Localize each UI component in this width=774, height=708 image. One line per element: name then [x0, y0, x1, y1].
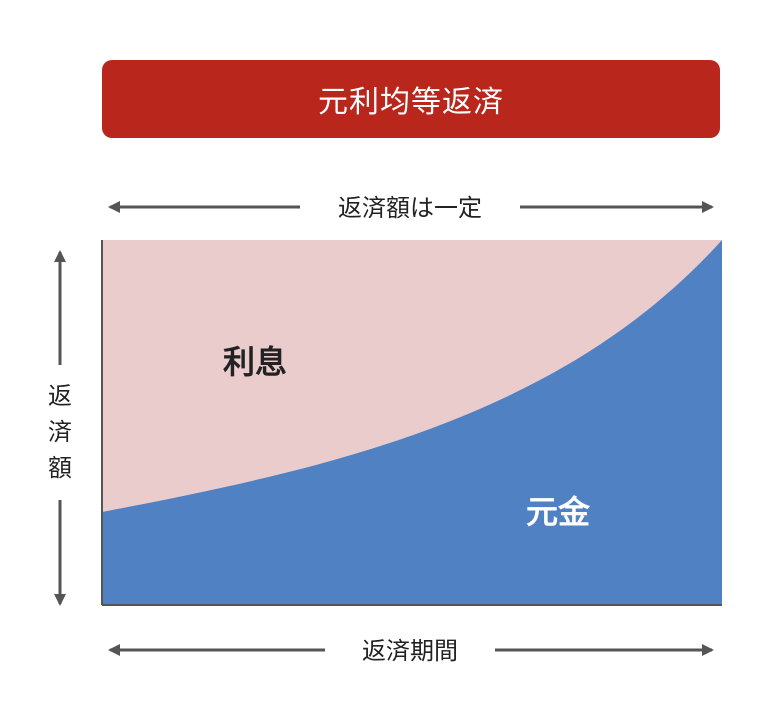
- interest-label: 利息: [223, 343, 287, 381]
- left-arrow-label-3: 額: [48, 454, 72, 482]
- top-arrow-label: 返済額は一定: [338, 194, 482, 222]
- principal-label: 元金: [526, 493, 591, 531]
- title-banner: 元利均等返済: [102, 60, 720, 138]
- left-arrow-label-2: 済: [48, 418, 72, 446]
- bottom-arrow-label: 返済期間: [362, 637, 458, 665]
- left-arrow-label-1: 返: [48, 382, 72, 410]
- principal-area: [102, 240, 722, 605]
